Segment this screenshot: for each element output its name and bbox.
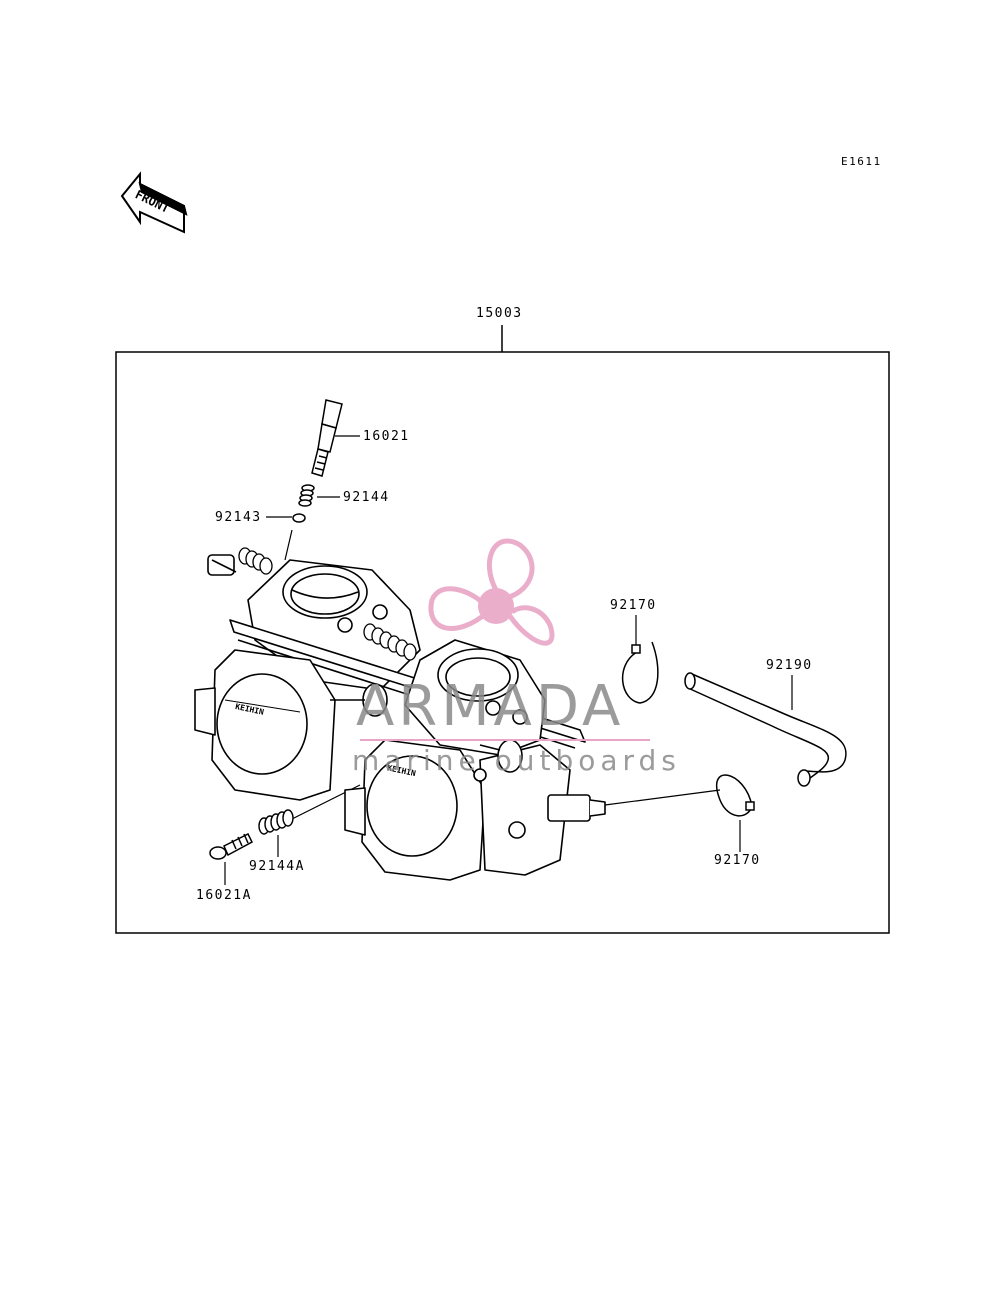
part-label-92190: 92190: [766, 658, 813, 673]
screw-16021A: [209, 832, 253, 860]
watermark-brand: ARMADA: [356, 674, 625, 739]
watermark-tagline: marine outboards: [352, 744, 681, 777]
adjusting-screw-16021: [311, 399, 343, 477]
part-label-16021A: 16021A: [196, 888, 252, 903]
o-ring-92143: [292, 513, 306, 523]
part-label-92143: 92143: [215, 510, 262, 525]
leader-lines: [224, 435, 793, 885]
hose-92190: [684, 672, 847, 787]
clip-92170-top: [622, 641, 659, 704]
watermark-propeller-icon: [428, 538, 555, 646]
part-label-15003: 15003: [476, 306, 523, 321]
spring-92144: [298, 484, 315, 507]
carburetor-assembly: [194, 547, 606, 881]
part-label-92170-bottom: 92170: [714, 853, 761, 868]
spring-92144A: [258, 809, 294, 835]
part-label-92144A: 92144A: [249, 859, 305, 874]
part-label-16021: 16021: [363, 429, 410, 444]
part-label-92170-top: 92170: [610, 598, 657, 613]
front-arrow-icon: FRONT: [120, 171, 188, 234]
part-label-92144: 92144: [343, 490, 390, 505]
diagram-id: E1611: [841, 155, 882, 168]
clip-92170-bottom: [715, 774, 755, 817]
